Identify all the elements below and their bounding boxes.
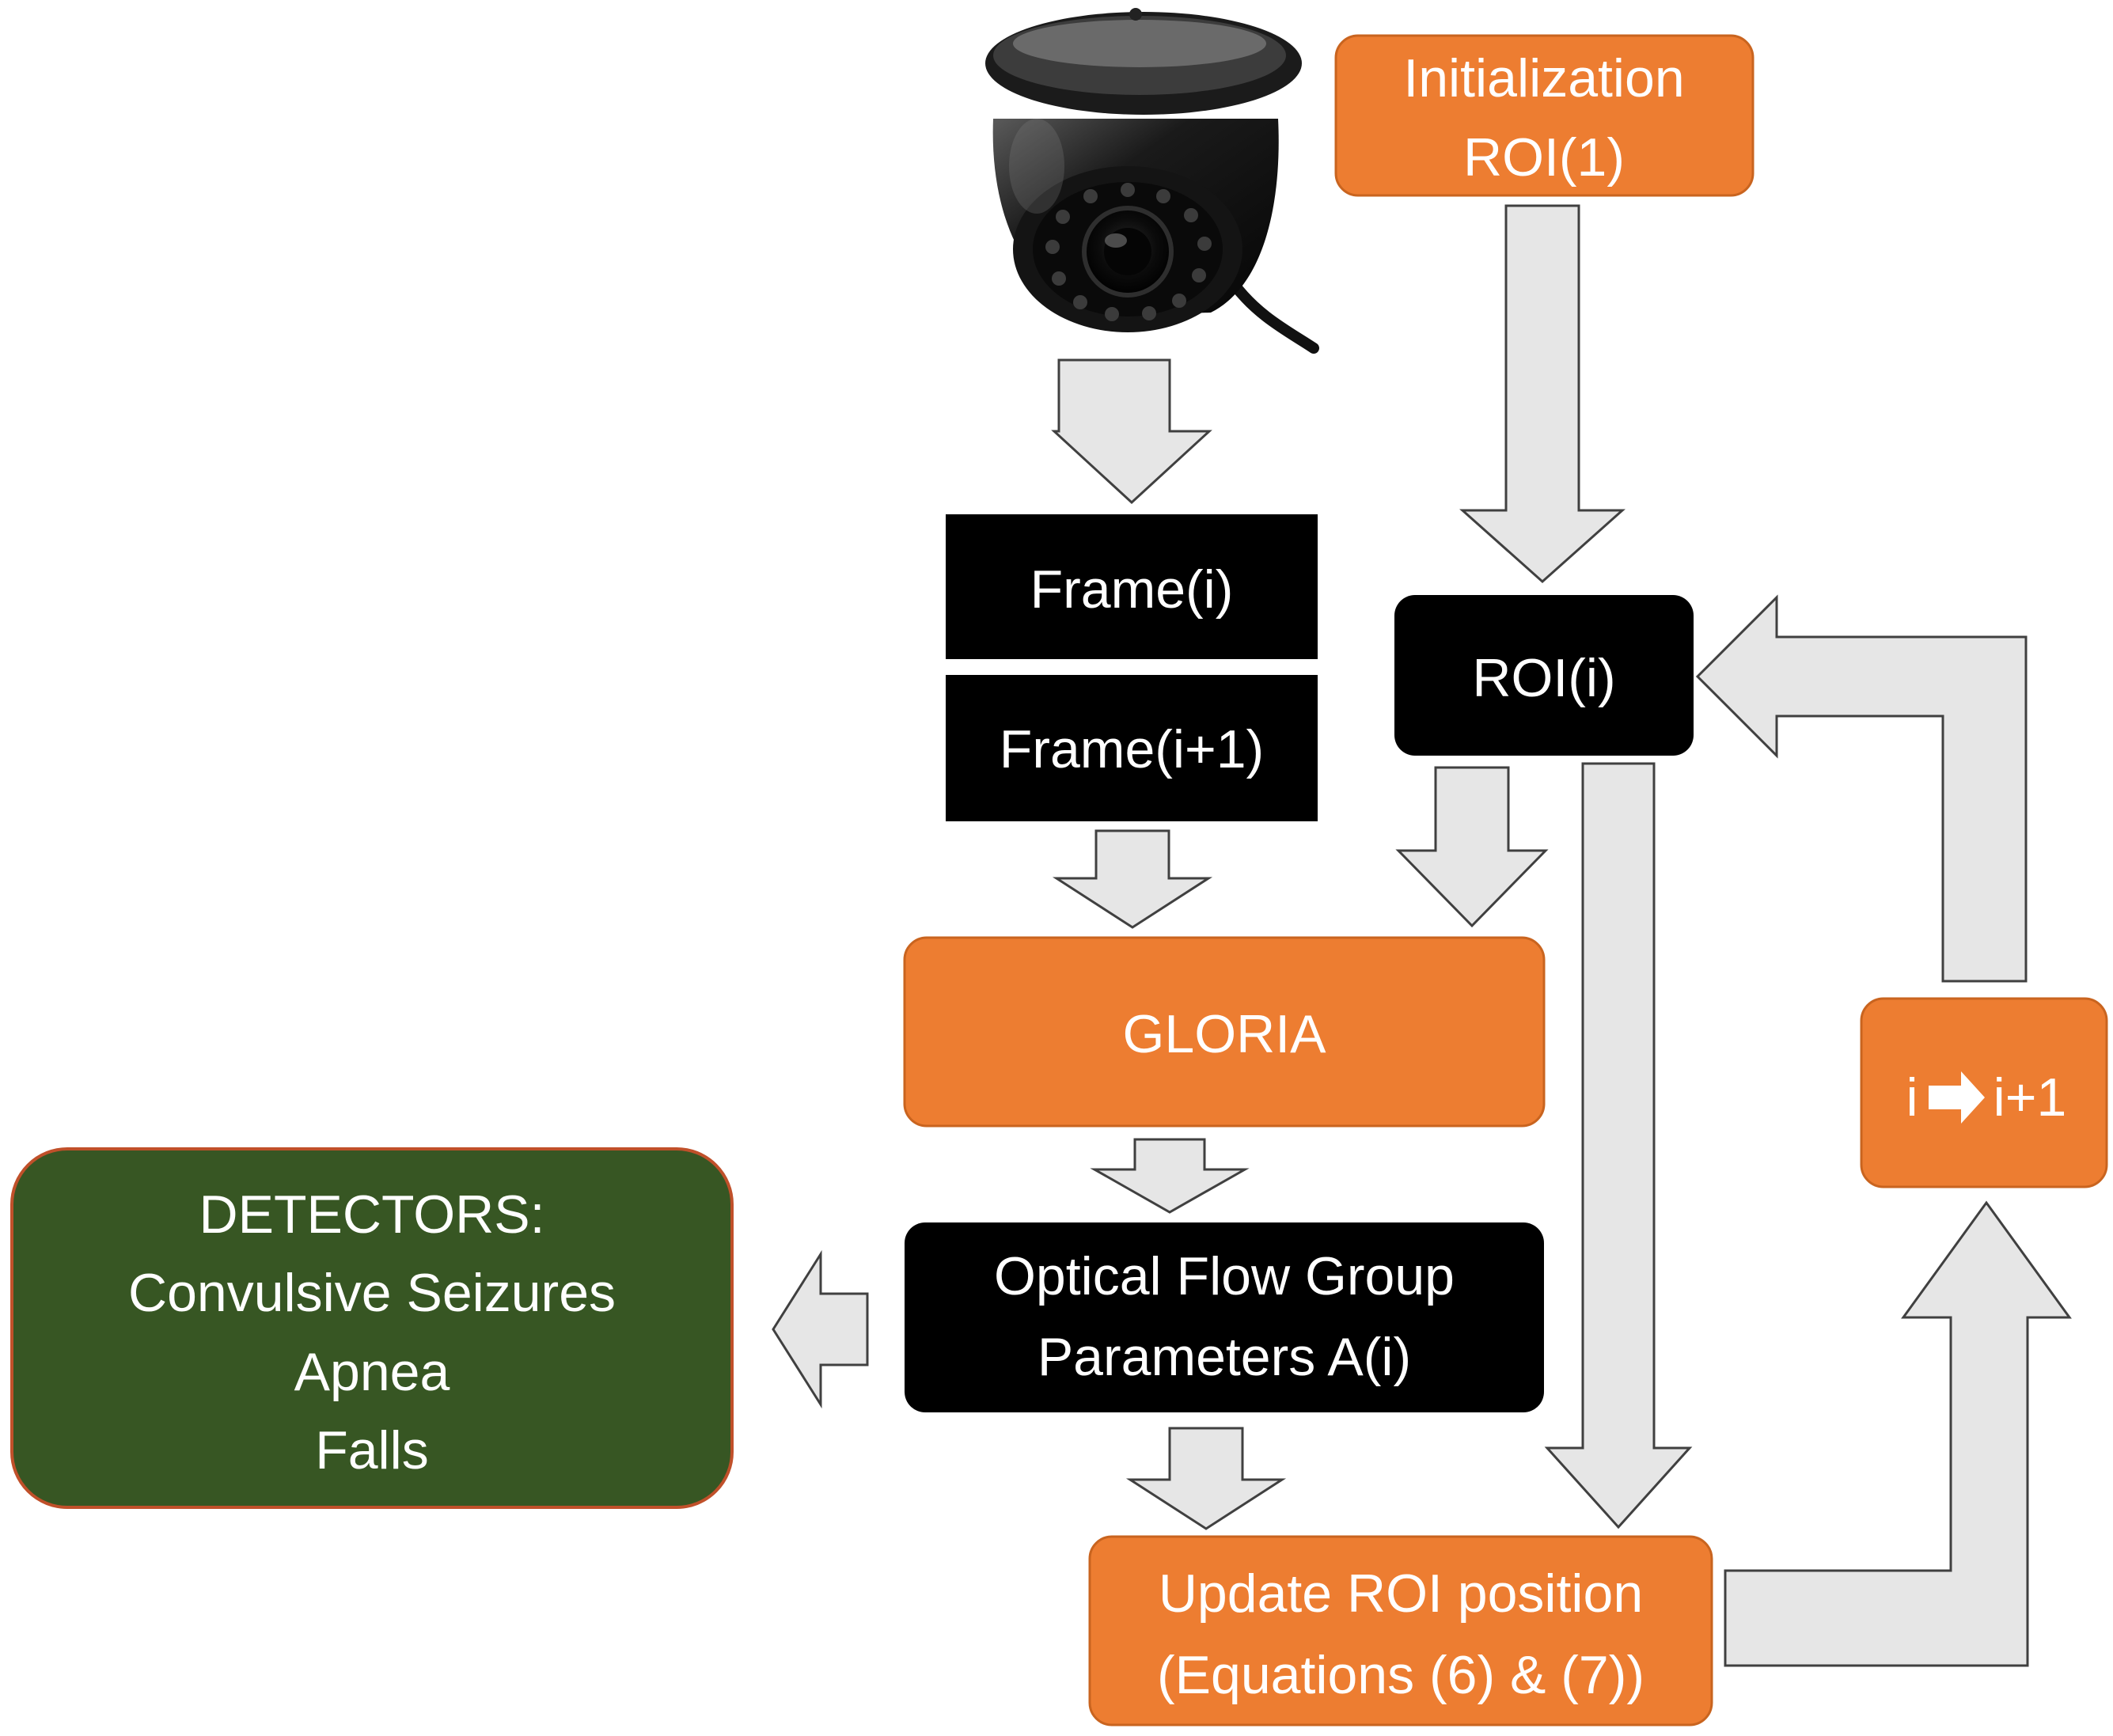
gloria-label: GLORIA bbox=[1123, 1004, 1327, 1064]
detectors-item-falls: Falls bbox=[315, 1420, 429, 1480]
optical-flow-node: Optical Flow Group Parameters A(i) bbox=[905, 1222, 1544, 1412]
initialization-line2: ROI(1) bbox=[1463, 127, 1625, 188]
frame-i1-label: Frame(i+1) bbox=[1000, 719, 1264, 779]
arrow-optical-to-detectors bbox=[772, 1249, 869, 1409]
roi-i-label: ROI(i) bbox=[1472, 648, 1615, 708]
gloria-node: GLORIA bbox=[903, 936, 1546, 1128]
detectors-title: DETECTORS: bbox=[199, 1184, 544, 1245]
arrow-increment-to-roi bbox=[1695, 594, 2028, 983]
arrow-optical-to-update bbox=[1125, 1427, 1287, 1530]
optical-flow-line2: Parameters A(i) bbox=[1038, 1327, 1411, 1387]
dome-security-camera-icon bbox=[985, 8, 1319, 354]
increment-right: i+1 bbox=[1994, 1067, 2067, 1128]
update-roi-line2: (Equations (6) & (7)) bbox=[1157, 1645, 1644, 1705]
detectors-node: DETECTORS: Convulsive Seizures Apnea Fal… bbox=[10, 1147, 734, 1509]
arrow-frames-to-gloria bbox=[1052, 829, 1213, 929]
detectors-item-convulsive-seizures: Convulsive Seizures bbox=[128, 1263, 616, 1323]
arrow-roi-to-update bbox=[1544, 762, 1693, 1529]
update-roi-line1: Update ROI position bbox=[1159, 1564, 1643, 1624]
frame-i-node: Frame(i) bbox=[946, 514, 1318, 659]
arrow-roi-to-gloria bbox=[1395, 766, 1549, 928]
initialization-line1: Initialization bbox=[1403, 48, 1684, 108]
increment-left: i bbox=[1906, 1067, 1918, 1128]
roi-i-node: ROI(i) bbox=[1394, 595, 1694, 756]
increment-node: i i+1 bbox=[1860, 997, 2108, 1188]
arrow-camera-to-frame bbox=[1051, 358, 1212, 505]
frame-i-label: Frame(i) bbox=[1030, 559, 1234, 620]
arrow-init-to-roi bbox=[1459, 204, 1626, 584]
detectors-item-apnea: Apnea bbox=[294, 1342, 450, 1402]
right-arrow-icon bbox=[1929, 1071, 1985, 1124]
optical-flow-line1: Optical Flow Group bbox=[994, 1246, 1455, 1306]
update-roi-node: Update ROI position (Equations (6) & (7)… bbox=[1088, 1535, 1713, 1727]
initialization-node: Initialization ROI(1) bbox=[1334, 34, 1755, 197]
arrow-update-to-increment bbox=[1724, 1200, 2072, 1667]
frame-i1-node: Frame(i+1) bbox=[946, 675, 1318, 821]
arrow-gloria-to-optical bbox=[1090, 1138, 1250, 1214]
